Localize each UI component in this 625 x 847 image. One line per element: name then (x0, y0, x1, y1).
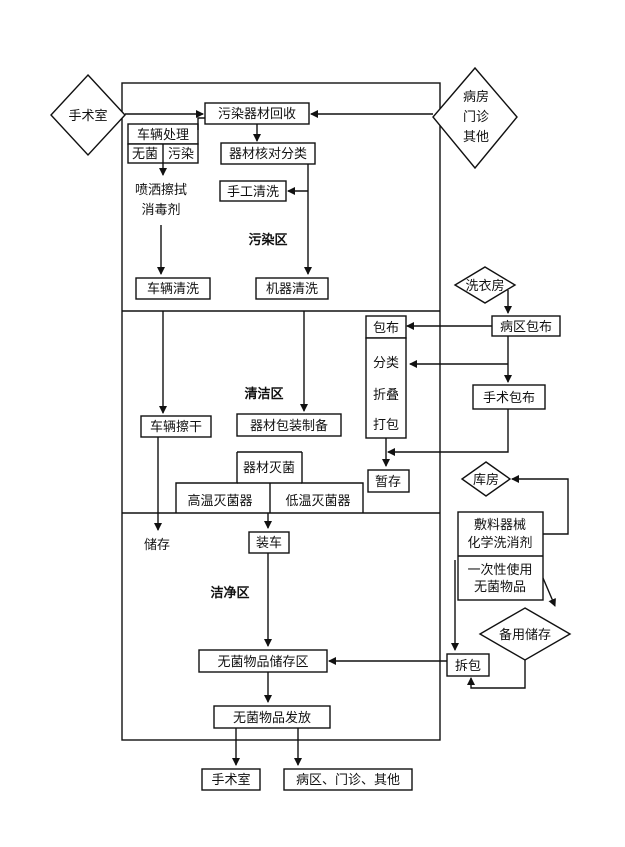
manual-cleaning-box (219, 180, 287, 202)
sterilization-step-right (301, 452, 364, 513)
storage-label: 储存 (144, 538, 170, 553)
contaminated-recovery-label: 污染器材回收 (218, 107, 296, 122)
arrow-supplies-to-backup (542, 577, 556, 607)
instrument-sorting-label: 器材核对分类 (229, 147, 307, 162)
ward-in-label-3: 其他 (463, 130, 489, 145)
backup-storage-label: 备用储存 (499, 627, 551, 643)
manual-cleaning-label: 手工清洗 (227, 185, 279, 200)
vehicle-washing-label: 车辆清洗 (147, 281, 199, 297)
zone-label-cleaning: 清洁区 (244, 386, 283, 402)
temp-storage-label: 暂存 (375, 475, 401, 490)
sterile-dispatch-box (213, 705, 331, 729)
loading-box (248, 531, 290, 554)
operating-room-out-box (201, 768, 261, 791)
zone-label-contaminated: 污染区 (248, 232, 287, 248)
arrow-recovery-to-vehicle (197, 117, 205, 130)
ward-out-label: 病区、门诊、其他 (296, 773, 400, 788)
vehicle-drying-label: 车辆擦干 (150, 419, 202, 435)
instrument-sterilization-label: 器材灭菌 (243, 461, 295, 476)
surgical-linen-label: 手术包布 (483, 391, 535, 406)
contaminated-label: 污染 (168, 147, 194, 162)
storeroom-label: 库房 (473, 472, 499, 488)
surgical-linen-box (472, 384, 546, 410)
instrument-packaging-box (236, 413, 342, 437)
high-temp-label: 高温灭菌器 (187, 493, 252, 509)
operating-room-out-label: 手术室 (211, 772, 250, 788)
supplies-label-2: 化学洗消剂 (467, 535, 532, 551)
sterile-storage-box (198, 649, 328, 673)
disposables-label-1: 一次性使用 (467, 562, 532, 578)
instrument-packaging-label: 器材包装制备 (250, 418, 328, 434)
vehicle-processing-label: 车辆处理 (137, 127, 189, 143)
disposables-label-2: 无菌物品 (474, 580, 526, 595)
sort-fold-pack-box (365, 337, 407, 439)
ward-in-diamond (432, 66, 518, 170)
laundry-label: 洗衣房 (465, 278, 504, 294)
storeroom-diamond (460, 461, 512, 497)
arrow-backup-to-unpack (467, 660, 526, 689)
linen-label: 包布 (373, 321, 399, 336)
ward-in-label-1: 病房 (463, 89, 489, 105)
sort-label: 分类 (373, 356, 399, 371)
sterile-label: 无菌 (132, 147, 158, 162)
vehicle-washing-box (135, 277, 211, 300)
spray-wipe-label-1: 喷洒擦拭 (135, 183, 187, 198)
arrow-surgical-to-pack (387, 409, 509, 456)
operating-room-in-label: 手术室 (68, 108, 107, 124)
sterile-dispatch-label: 无菌物品发放 (233, 710, 311, 726)
supplies-label-1: 敷料器械 (474, 518, 526, 533)
unpacking-label: 拆包 (455, 659, 481, 674)
main-frame (121, 82, 441, 741)
arrow-supplies-to-storeroom (511, 475, 569, 535)
instrument-sorting-box (220, 142, 316, 165)
laundry-diamond (453, 266, 517, 304)
operating-room-in-diamond (50, 73, 126, 157)
temp-storage-box (367, 469, 410, 493)
pack-label: 打包 (373, 418, 399, 433)
machine-cleaning-box (255, 277, 329, 300)
machine-cleaning-label: 机器清洗 (266, 282, 318, 297)
unpacking-box (446, 653, 490, 677)
zone-label-clean: 洁净区 (210, 585, 249, 601)
ward-out-box (283, 768, 413, 791)
vehicle-drying-box (140, 415, 212, 438)
ward-in-label-2: 门诊 (463, 110, 489, 125)
spray-wipe-label-2: 消毒剂 (141, 203, 180, 218)
sterile-storage-label: 无菌物品储存区 (217, 655, 308, 670)
sterilization-step-left (175, 452, 238, 513)
fold-label: 折叠 (373, 388, 399, 403)
loading-label: 装车 (256, 535, 282, 551)
ward-linen-label: 病区包布 (500, 320, 552, 335)
low-temp-label: 低温灭菌器 (285, 494, 350, 509)
